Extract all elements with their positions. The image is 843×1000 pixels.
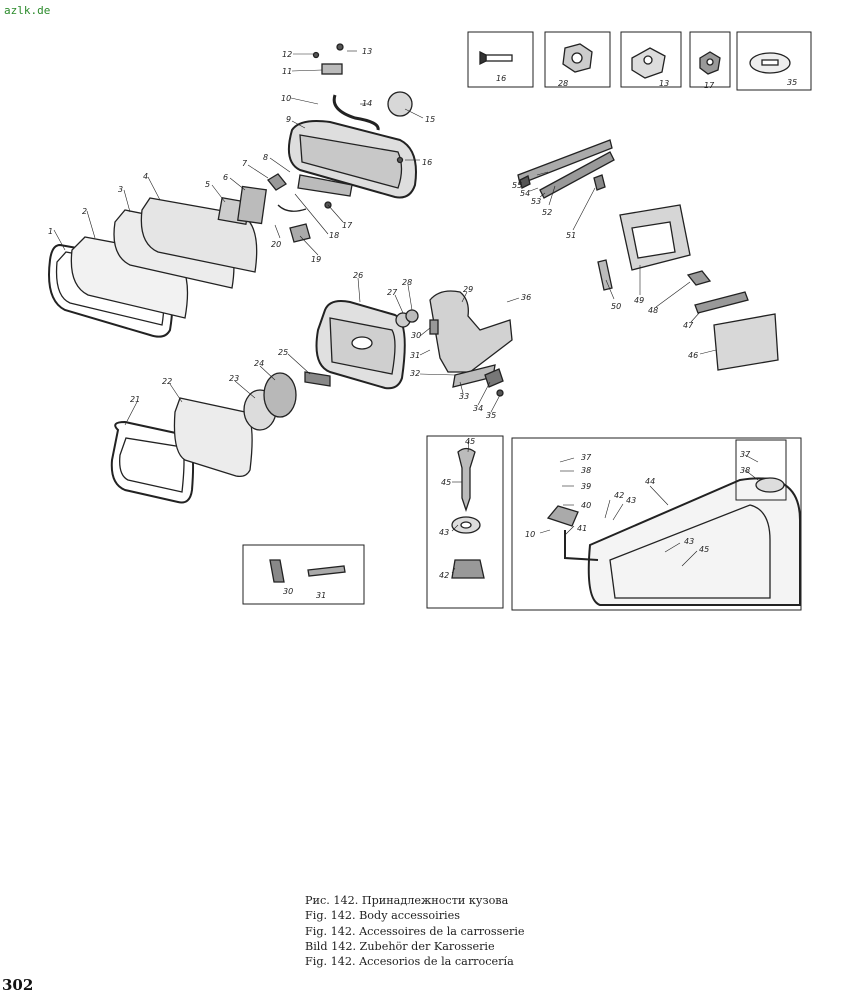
callout-27: 27 <box>387 288 398 297</box>
callout-43b: 43 <box>439 528 449 537</box>
callout-8: 8 <box>263 153 268 162</box>
callout-17: 17 <box>342 221 353 230</box>
callout-16: 16 <box>422 158 432 167</box>
detail-box-30-31 <box>242 544 365 605</box>
callout-21: 21 <box>130 395 140 404</box>
callout-43: 43 <box>626 496 636 505</box>
mirror-26-assembly <box>315 290 513 397</box>
callout-31: 31 <box>410 351 420 360</box>
callout-52: 52 <box>542 208 552 217</box>
callout-24: 24 <box>254 359 264 368</box>
caption-ru: Рис. 142. Принадлежности кузова <box>305 894 509 907</box>
callout-38: 38 <box>581 466 591 475</box>
callout-55: 55 <box>512 181 522 190</box>
callout-41: 41 <box>577 524 587 533</box>
callout-2: 2 <box>82 207 87 216</box>
detail-box-16 <box>467 31 534 88</box>
callout-19: 19 <box>311 255 321 264</box>
callout-20: 20 <box>271 240 281 249</box>
callout-49: 49 <box>634 296 644 305</box>
page-number: 302 <box>2 976 34 994</box>
callout-13: 13 <box>362 47 372 56</box>
watermark: azlk.de <box>4 4 51 17</box>
callout-17b: 17 <box>704 81 715 90</box>
callout-30: 30 <box>411 331 421 340</box>
detail-box-17 <box>689 31 731 88</box>
callout-31b: 31 <box>316 591 326 600</box>
callout-6: 6 <box>223 173 228 182</box>
figure-caption: Рис. 142. Принадлежности кузова Fig. 142… <box>305 893 525 969</box>
callout-11: 11 <box>282 67 292 76</box>
caption-de: Bild 142. Zubehör der Karosserie <box>305 939 495 953</box>
callout-32: 32 <box>410 369 420 378</box>
callout-10: 10 <box>281 94 291 103</box>
callout-51: 51 <box>566 231 576 240</box>
callout-54: 54 <box>520 189 530 198</box>
callout-35: 35 <box>486 411 496 420</box>
callout-10b: 10 <box>525 530 535 539</box>
handle-parts-46-55 <box>517 139 779 371</box>
detail-box-42-45 <box>426 435 504 609</box>
callout-37b: 37 <box>740 450 751 459</box>
callout-36: 36 <box>521 293 531 302</box>
callout-9: 9 <box>286 115 291 124</box>
callout-45c: 45 <box>699 545 709 554</box>
callout-4: 4 <box>143 172 148 181</box>
callout-23: 23 <box>229 374 239 383</box>
caption-fr: Fig. 142. Accessoires de la carrosserie <box>305 924 525 938</box>
callout-46: 46 <box>688 351 698 360</box>
callout-3: 3 <box>118 185 123 194</box>
callout-47: 47 <box>683 321 694 330</box>
callout-50: 50 <box>611 302 621 311</box>
callout-7: 7 <box>242 159 248 168</box>
detail-box-13 <box>620 31 682 88</box>
callout-45: 45 <box>465 437 475 446</box>
callout-53: 53 <box>531 197 541 206</box>
callout-30b: 30 <box>283 587 293 596</box>
callout-18: 18 <box>329 231 339 240</box>
mirror-9-assembly <box>267 43 417 243</box>
callout-37: 37 <box>581 453 592 462</box>
callout-45b: 45 <box>441 478 451 487</box>
callout-42: 42 <box>614 491 624 500</box>
callout-13b: 13 <box>659 79 669 88</box>
caption-en: Fig. 142. Body accessoiries <box>305 909 460 923</box>
callout-42b: 42 <box>439 571 449 580</box>
callout-39: 39 <box>581 482 591 491</box>
mirror-1-assembly <box>48 185 267 338</box>
callout-5: 5 <box>205 180 210 189</box>
callout-16b: 16 <box>496 74 506 83</box>
callout-29: 29 <box>463 285 473 294</box>
callout-15: 15 <box>425 115 435 124</box>
callout-14: 14 <box>362 99 372 108</box>
callout-33: 33 <box>459 392 469 401</box>
callout-28b: 28 <box>558 79 568 88</box>
callout-1: 1 <box>48 227 53 236</box>
callout-22: 22 <box>162 377 172 386</box>
callout-35b: 35 <box>787 78 797 87</box>
callout-26: 26 <box>353 271 363 280</box>
callout-40: 40 <box>581 501 591 510</box>
callout-25: 25 <box>278 348 288 357</box>
callout-48: 48 <box>648 306 658 315</box>
detail-box-35 <box>736 31 812 91</box>
detail-box-28 <box>544 31 611 88</box>
callout-12: 12 <box>282 50 292 59</box>
callout-44: 44 <box>645 477 655 486</box>
callout-43c: 43 <box>684 537 694 546</box>
mirror-21-assembly <box>110 371 331 504</box>
callout-38b: 38 <box>740 466 750 475</box>
callout-28: 28 <box>402 278 412 287</box>
callout-34: 34 <box>473 404 483 413</box>
detail-box-sunvisor <box>511 437 802 611</box>
caption-es: Fig. 142. Accesorios de la carrocería <box>305 955 514 969</box>
